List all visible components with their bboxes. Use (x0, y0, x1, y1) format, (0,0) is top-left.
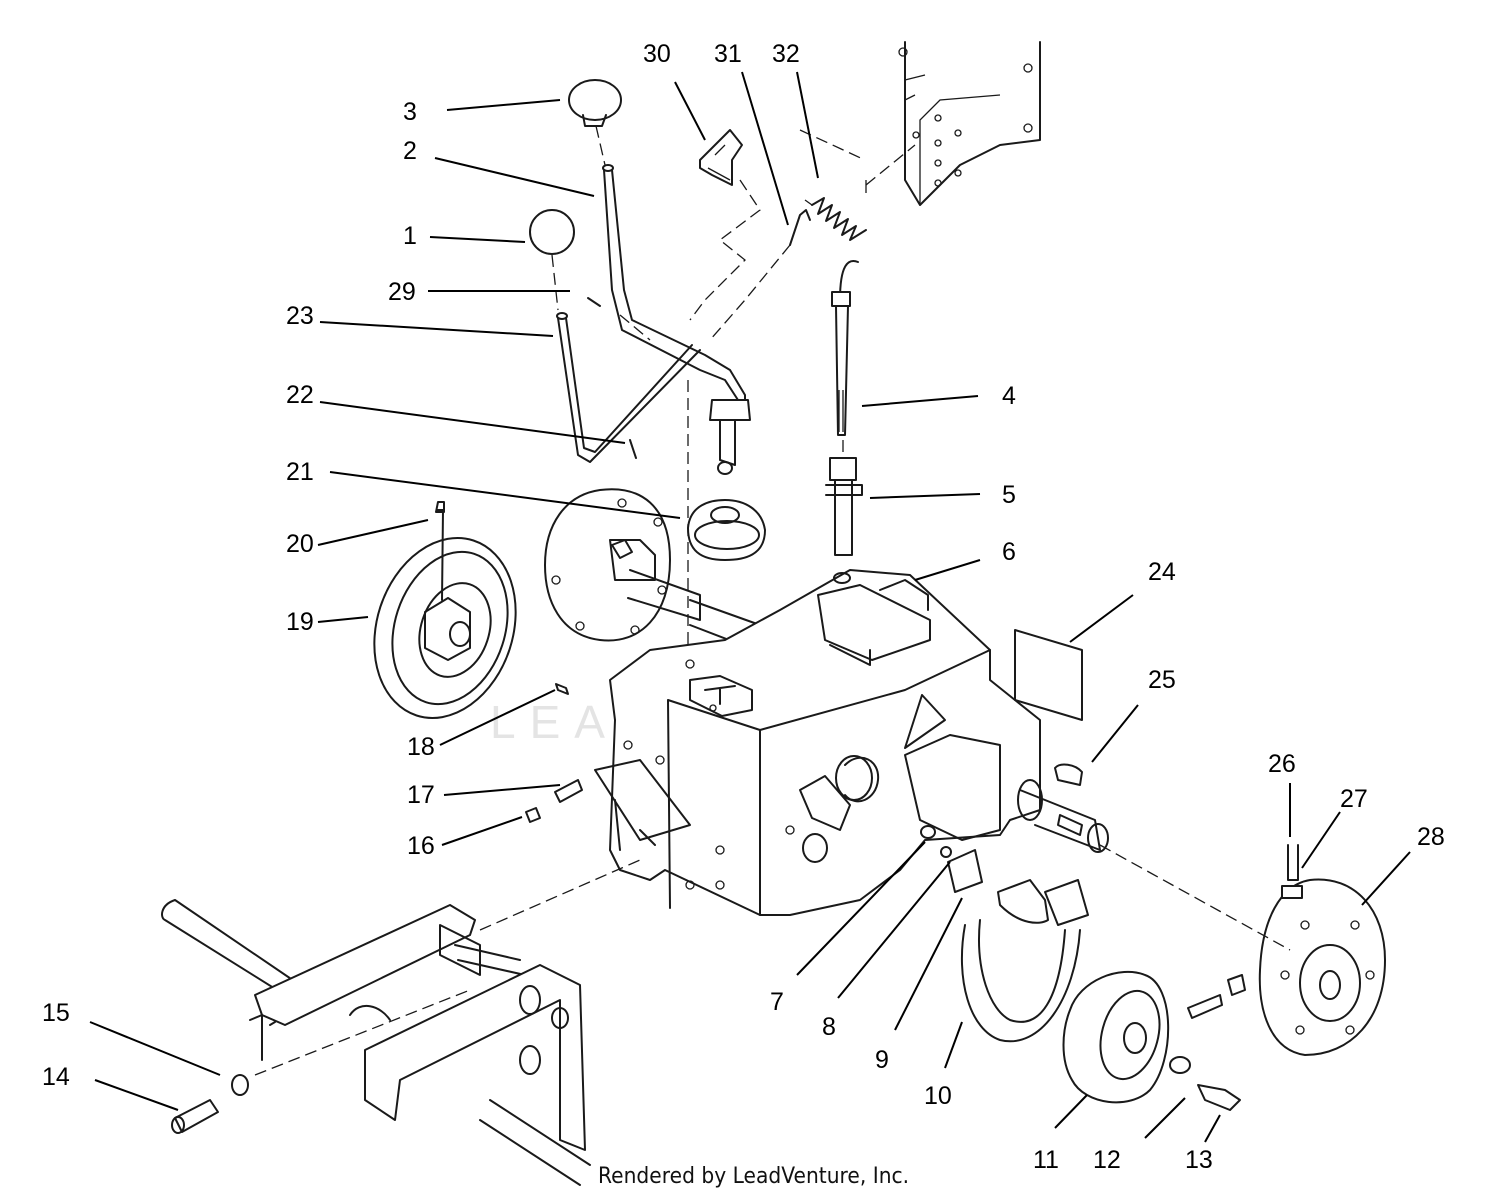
callout-12: 12 (1093, 1146, 1121, 1174)
woodruff-key (1054, 763, 1083, 786)
axle-hub-right (1099, 844, 1386, 1056)
knob-large (568, 79, 622, 127)
callout-4: 4 (1002, 382, 1016, 410)
callout-21: 21 (286, 458, 314, 486)
control-lever (551, 125, 701, 463)
callout-17: 17 (407, 781, 435, 809)
leader-lines (89, 71, 1411, 1143)
pin-22 (629, 439, 637, 459)
callout-24: 24 (1148, 558, 1176, 586)
drive-pulley (373, 501, 569, 719)
callout-6: 6 (1002, 538, 1016, 566)
transmission-housing (594, 569, 1109, 916)
callout-8: 8 (822, 1013, 836, 1041)
pivot-bracket (689, 129, 761, 321)
cable-assembly (825, 260, 863, 556)
callout-19: 19 (286, 608, 314, 636)
callout-20: 20 (286, 530, 314, 558)
callout-30: 30 (643, 40, 671, 68)
callout-27: 27 (1340, 785, 1368, 813)
callout-7: 7 (770, 988, 784, 1016)
callout-32: 32 (772, 40, 800, 68)
render-credit: Rendered by LeadVenture, Inc. (598, 1164, 910, 1189)
callout-14: 14 (42, 1063, 70, 1091)
callout-28: 28 (1417, 823, 1445, 851)
callout-11: 11 (1033, 1146, 1059, 1174)
rubber-boot (687, 461, 766, 561)
callout-13: 13 (1185, 1146, 1213, 1174)
frame-bracket-top (898, 41, 1041, 206)
extension-spring (799, 129, 916, 241)
callout-18: 18 (407, 733, 435, 761)
shift-lever (602, 164, 751, 466)
callout-23: 23 (286, 302, 314, 330)
callout-16: 16 (407, 832, 435, 860)
callout-2: 2 (403, 137, 417, 165)
brake-assembly (920, 825, 1246, 1111)
callout-10: 10 (924, 1082, 952, 1110)
callout-3: 3 (403, 98, 417, 126)
callout-25: 25 (1148, 666, 1176, 694)
hardware-bolts (171, 779, 583, 1134)
callout-31: 31 (714, 40, 742, 68)
decal-plate (1014, 629, 1083, 721)
callout-5: 5 (1002, 481, 1016, 509)
callout-15: 15 (42, 999, 70, 1027)
callout-29: 29 (388, 278, 416, 306)
pin-29 (587, 297, 601, 307)
axle-hub-left (544, 488, 761, 651)
lower-frame (161, 859, 641, 1186)
callouts: 1 2 3 4 5 6 7 8 9 10 11 12 13 14 15 16 1… (42, 40, 1445, 1174)
callout-26: 26 (1268, 750, 1296, 778)
knob-ball (529, 209, 575, 255)
link-rod (789, 209, 811, 246)
callout-9: 9 (875, 1046, 889, 1074)
callout-22: 22 (286, 381, 314, 409)
callout-1: 1 (403, 222, 417, 250)
